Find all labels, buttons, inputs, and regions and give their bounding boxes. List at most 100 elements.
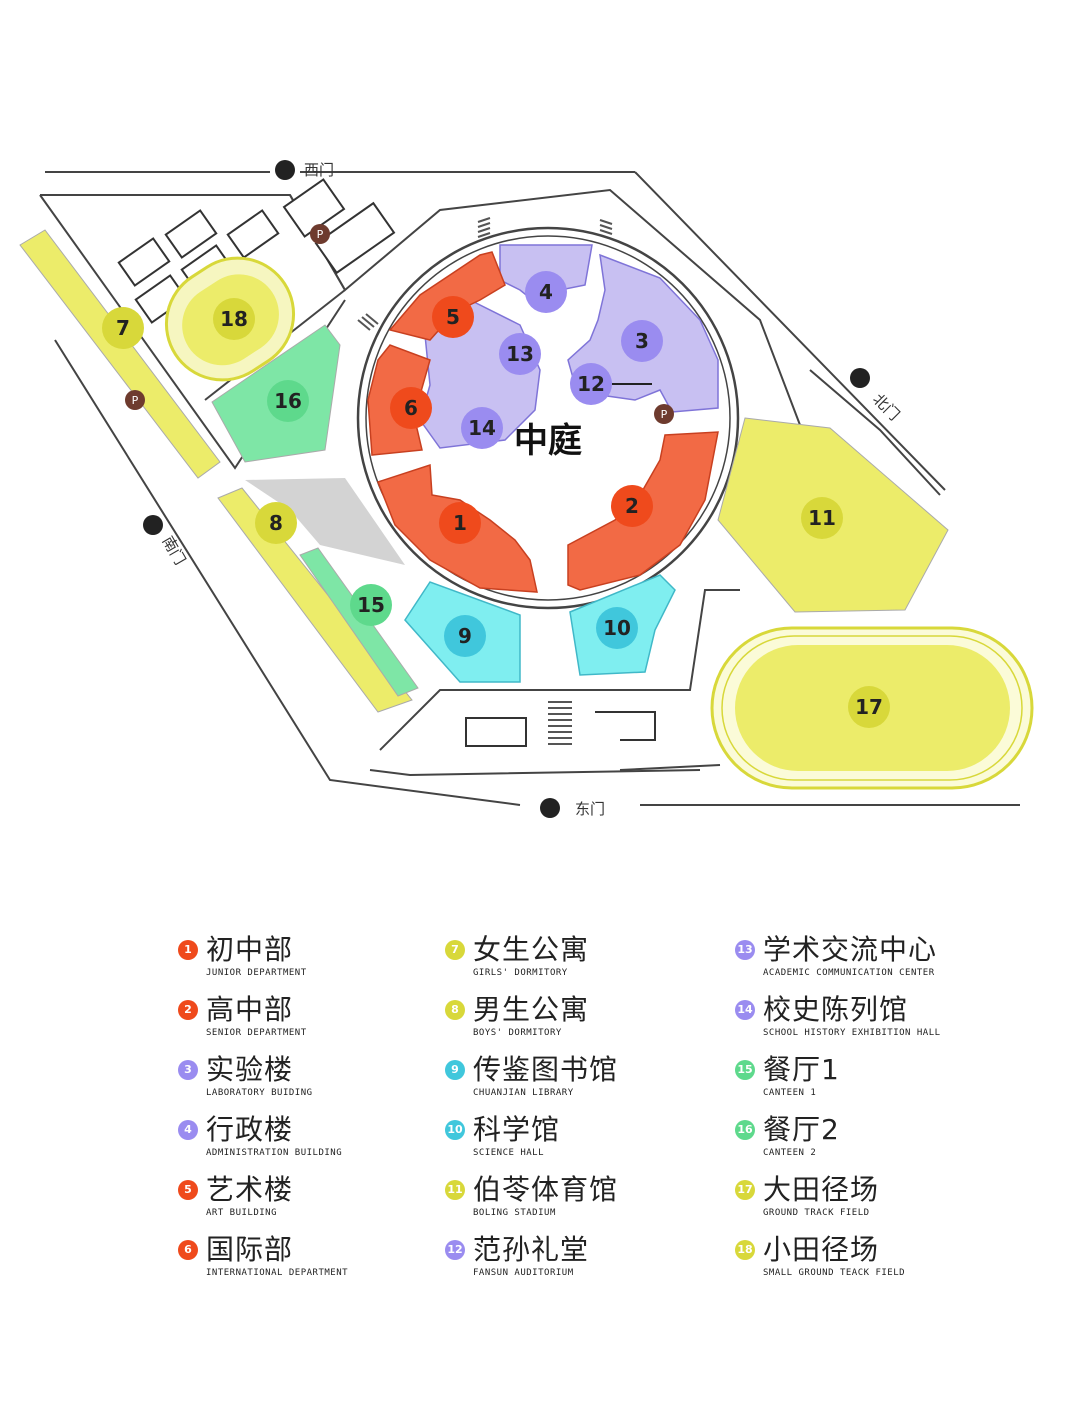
central-ring-inner [365,235,731,601]
marker-13: 13 [499,333,541,375]
legend-english-name: FANSUN AUDITORIUM [473,1268,574,1278]
legend-number-badge: 7 [445,940,465,960]
marker-14: 14 [461,407,503,449]
svg-text:南门: 南门 [159,533,190,568]
legend-number-badge: 17 [735,1180,755,1200]
marker-circle [390,387,432,429]
marker-circle [439,502,481,544]
legend-english-name: BOLING STADIUM [473,1208,556,1218]
courtyard-label: 中庭 [514,421,582,461]
legend-number-badge: 8 [445,1000,465,1020]
legend-chinese-name: 男生公寓 [473,993,590,1026]
legend-english-name: ACADEMIC COMMUNICATION CENTER [763,968,935,978]
legend-number-badge: 14 [735,1000,755,1020]
marker-circle [525,271,567,313]
east-gate: 东门 [540,798,605,818]
svg-text:P: P [661,408,668,421]
marker-circle [255,502,297,544]
east-gate-bracket [595,711,656,741]
marker-circle [570,363,612,405]
legend-number-badge: 1 [178,940,198,960]
marker-number: 1 [453,511,467,535]
marker-circle [444,615,486,657]
marker-10: 10 [596,607,638,649]
marker-circle [461,407,503,449]
marker-18: 18 [213,298,255,340]
marker-8: 8 [255,502,297,544]
legend-chinese-name: 大田径场 [763,1173,880,1206]
legend-chinese-name: 实验楼 [206,1053,294,1086]
svg-text:P: P [132,394,139,407]
legend-chinese-name: 女生公寓 [473,933,590,966]
svg-text:东门: 东门 [575,800,605,818]
marker-5: 5 [432,296,474,338]
marker-number: 17 [855,695,883,719]
marker-number: 13 [506,342,534,366]
legend-number-badge: 12 [445,1240,465,1260]
legend-english-name: CANTEEN 1 [763,1088,817,1098]
marker-number: 2 [625,494,639,518]
west-gate: 西门 [275,160,334,180]
legend-english-name: ADMINISTRATION BUILDING [206,1148,343,1158]
legend-item: 7 女生公寓 GIRLS' DORMITORY [445,930,745,990]
marker-number: 7 [116,316,130,340]
marker-circle [801,497,843,539]
legend-chinese-name: 国际部 [206,1233,294,1266]
legend-chinese-name: 校史陈列馆 [763,993,909,1026]
marker-circle [499,333,541,375]
svg-text:北门: 北门 [869,390,903,424]
north-gate: 北门 [850,368,903,424]
marker-number: 12 [577,372,605,396]
legend-number-badge: 18 [735,1240,755,1260]
legend-english-name: SCHOOL HISTORY EXHIBITION HALL [763,1028,941,1038]
legend-number-badge: 6 [178,1240,198,1260]
legend-english-name: GIRLS' DORMITORY [473,968,568,978]
legend-chinese-name: 高中部 [206,993,294,1026]
legend-chinese-name: 行政楼 [206,1113,294,1146]
legend-english-name: JUNIOR DEPARTMENT [206,968,307,978]
legend-number-badge: 2 [178,1000,198,1020]
parking-icon: P [125,390,145,410]
marker-circle [267,380,309,422]
boys-dormitory-area [217,487,413,713]
marker-17: 17 [848,686,890,728]
legend-column-2: 7 女生公寓 GIRLS' DORMITORY 8 男生公寓 BOYS' DORMITOR… [445,930,745,1290]
legend-number-badge: 3 [178,1060,198,1080]
marker-3: 3 [621,320,663,362]
legend-english-name: SCIENCE HALL [473,1148,545,1158]
legend-english-name: BOYS' DORMITORY [473,1028,562,1038]
marker-circle [621,320,663,362]
marker-number: 3 [635,329,649,353]
legend-item: 8 男生公寓 BOYS' DORMITORY [445,990,745,1050]
legend-chinese-name: 餐厅1 [763,1053,840,1086]
legend-item: 4 行政楼 ADMINISTRATION BUILDING [178,1110,478,1170]
marker-number: 15 [357,593,385,617]
svg-text:西门: 西门 [304,161,334,179]
legend-english-name: ART BUILDING [206,1208,278,1218]
legend-english-name: GROUND TRACK FIELD [763,1208,870,1218]
legend-item: 6 国际部 INTERNATIONAL DEPARTMENT [178,1230,478,1290]
legend-english-name: CHUANJIAN LIBRARY [473,1088,574,1098]
marker-9: 9 [444,615,486,657]
legend-english-name: CANTEEN 2 [763,1148,817,1158]
south-gate: 南门 [143,515,189,568]
legend-english-name: INTERNATIONAL DEPARTMENT [206,1268,349,1278]
legend-number-badge: 4 [178,1120,198,1140]
legend-chinese-name: 初中部 [206,933,294,966]
legend-number-badge: 16 [735,1120,755,1140]
marker-15: 15 [350,584,392,626]
legend-chinese-name: 学术交流中心 [763,933,938,966]
marker-circle [432,296,474,338]
marker-number: 5 [446,305,460,329]
marker-number: 10 [603,616,631,640]
